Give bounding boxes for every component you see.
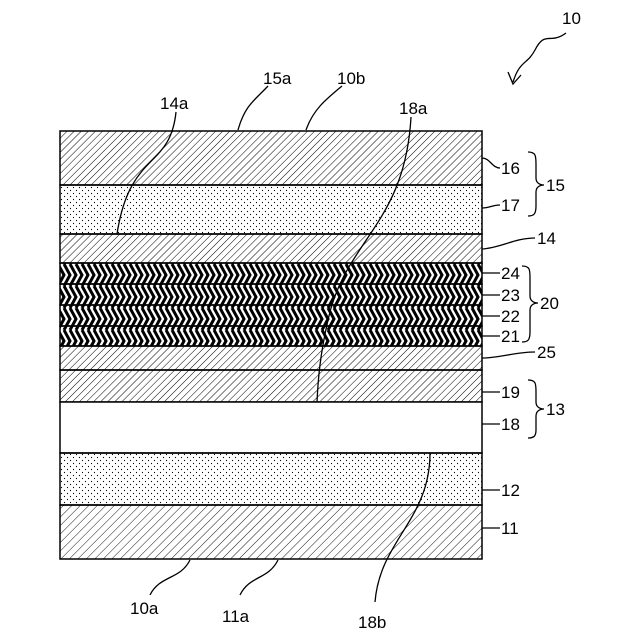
label-15a: 15a [263, 69, 292, 88]
label-14a: 14a [160, 94, 189, 113]
label-23: 23 [501, 286, 520, 305]
layer-23 [60, 284, 482, 305]
leader-10a [150, 560, 190, 595]
label-21: 21 [501, 327, 520, 346]
label-11a: 11a [222, 607, 250, 626]
label-19: 19 [501, 383, 520, 402]
label-device-10: 10 [562, 9, 581, 28]
layer-19 [60, 370, 482, 402]
leader-11a [240, 560, 278, 595]
label-18a: 18a [399, 99, 428, 118]
label-22: 22 [501, 307, 520, 326]
layer-25 [60, 346, 482, 370]
layer-12 [60, 453, 482, 505]
layer-24 [60, 263, 482, 284]
layer-stack [60, 131, 482, 559]
label-17: 17 [501, 196, 520, 215]
label-10b: 10b [337, 69, 365, 88]
layer-11 [60, 505, 482, 559]
leader-10b [306, 86, 342, 130]
label-13: 13 [546, 400, 565, 419]
label-18b: 18b [358, 613, 386, 632]
label-20: 20 [540, 294, 559, 313]
label-25: 25 [537, 343, 556, 362]
layer-18 [60, 402, 482, 453]
label-24: 24 [501, 264, 520, 283]
label-14: 14 [537, 229, 556, 248]
layer-17 [60, 185, 482, 234]
leader-25 [482, 352, 535, 358]
layer-16 [60, 131, 482, 185]
brace-20 [522, 266, 538, 342]
label-15: 15 [546, 176, 565, 195]
label-16: 16 [501, 159, 520, 178]
label-12: 12 [501, 481, 520, 500]
leader-14 [482, 238, 535, 249]
layer-22 [60, 305, 482, 326]
layer-14 [60, 234, 482, 263]
brace-15 [528, 152, 544, 216]
layer-21 [60, 326, 482, 346]
brace-13 [528, 380, 544, 438]
leader-15a [238, 86, 268, 130]
label-18: 18 [501, 415, 520, 434]
label-11: 11 [501, 519, 519, 538]
device-arrow-curve [513, 33, 566, 82]
leader-16 [482, 158, 500, 168]
label-10a: 10a [130, 599, 159, 618]
leader-17 [482, 205, 500, 208]
